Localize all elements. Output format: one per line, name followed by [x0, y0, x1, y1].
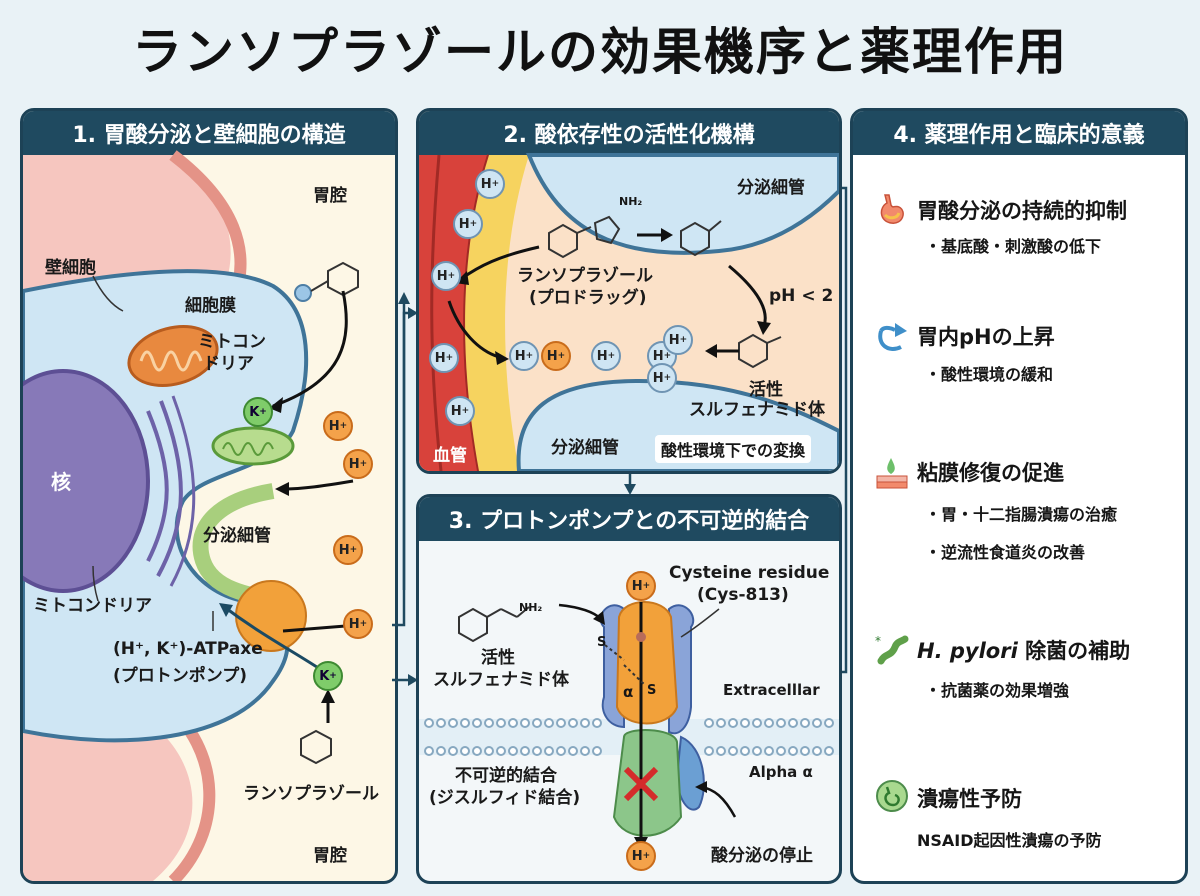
h-ion: H+ [431, 261, 461, 291]
h-ion: H+ [626, 841, 656, 871]
h-ion: H+ [663, 325, 693, 355]
binding-label: 不可逆的結合 [455, 766, 557, 786]
alpha-label: Alpha α [749, 763, 813, 781]
mitochondria-label-top-2: ドリア [203, 354, 254, 374]
lumen-bottom-label: 胃腔 [313, 846, 347, 866]
activation-illustration [419, 153, 839, 471]
drug-label: ランソプラゾール [243, 784, 379, 804]
effect-title: 粘膜修復の促進 [917, 461, 1064, 485]
h-pylori-italic: H. pylori [917, 639, 1018, 663]
parietal-cell-label: 壁細胞 [45, 258, 96, 278]
binding-sub-label: (ジスルフィド結合) [429, 788, 581, 808]
h-ion: H+ [475, 169, 505, 199]
alpha-symbol: α [623, 683, 634, 701]
k-ion: K+ [243, 397, 273, 427]
drug-sub-label: (プロドラッグ) [529, 288, 647, 308]
effect-title-rest: 除菌の補助 [1017, 639, 1131, 663]
cysteine-sub-label: (Cys-813) [697, 585, 789, 605]
effect-title: 胃内pHの上昇 [917, 325, 1055, 349]
stomach-icon [880, 194, 904, 224]
s-label: S [597, 635, 607, 650]
panel-pharmacology: 4. 薬理作用と臨床的意義 胃酸分泌の持続的抑制 ・基底酸・刺激酸の低下 胃内p… [850, 108, 1188, 884]
nucleus-label: 核 [51, 470, 71, 494]
h-ion: H+ [591, 341, 621, 371]
panel-activation: 2. 酸依存性の活性化機構 分泌細管 NH₂ ランソプラゾール (プロドラッグ) [416, 108, 842, 474]
panel-parietal-cell: 1. 胃酸分泌と壁細胞の構造 [20, 108, 398, 884]
h-ion: H+ [343, 449, 373, 479]
extracellular-label: Extracelllar [723, 681, 820, 699]
active-sub-label: スルフェナミド体 [689, 400, 825, 420]
effect-sub: ・胃・十二指腸潰瘍の治癒 [925, 505, 1118, 524]
connector-arrow-left [392, 307, 418, 686]
nh2-label: NH₂ [619, 195, 643, 208]
h-ion: H+ [647, 363, 677, 393]
ph-label: pH < 2 [769, 286, 834, 306]
active-sub-label: スルフェナミド体 [433, 670, 569, 690]
canaliculus-label: 分泌細管 [203, 526, 271, 546]
effect-sub: NSAID起因性潰瘍の予防 [917, 831, 1102, 850]
h-ion: H+ [626, 571, 656, 601]
effect-sub: ・逆流性食道炎の改善 [925, 543, 1086, 562]
k-ion: K+ [313, 661, 343, 691]
h-ion: H+ [343, 609, 373, 639]
prevention-icon [876, 780, 908, 812]
h-ion: H+ [429, 343, 459, 373]
vessel-label: 血管 [433, 446, 467, 466]
canaliculus-top-label: 分泌細管 [737, 178, 805, 198]
effect-sub: ・基底酸・刺激酸の低下 [925, 237, 1102, 256]
canaliculus-bottom-label: 分泌細管 [551, 438, 619, 458]
effect-title: 胃酸分泌の持続的抑制 [917, 199, 1127, 223]
activation-caption: 酸性環境下での変換 [655, 435, 812, 463]
rising-arrow-icon [878, 323, 907, 351]
mucosa-icon [876, 458, 908, 489]
h-ion: H+ [509, 341, 539, 371]
svg-text:*: * [875, 634, 881, 648]
stop-label: 酸分泌の停止 [711, 846, 813, 866]
panel-binding: 3. プロトンポンプとの不可逆的結合 [416, 494, 842, 884]
h-ion: H+ [541, 341, 571, 371]
effect-title: H. pylori 除菌の補助 [917, 635, 1130, 665]
atpase-sub-label: (プロトンポンプ) [113, 666, 248, 686]
effect-sub: ・抗菌薬の効果増強 [925, 681, 1070, 700]
bacteria-icon: * [875, 634, 909, 665]
h-ion: H+ [333, 535, 363, 565]
panel3-heading: 3. プロトンポンプとの不可逆的結合 [419, 497, 839, 541]
h-ion: H+ [453, 209, 483, 239]
atpase-label: (H⁺, K⁺)-ATPaxe [113, 639, 263, 659]
h-ion: H+ [323, 411, 353, 441]
h-ion: H+ [445, 396, 475, 426]
lumen-top-label: 胃腔 [313, 186, 347, 206]
cysteine-label: Cysteine residue [669, 563, 830, 583]
effect-sub: ・酸性環境の緩和 [925, 365, 1054, 384]
panel4-heading: 4. 薬理作用と臨床的意義 [853, 111, 1185, 155]
mitochondria-label-bottom: ミトコンドリア [33, 596, 152, 616]
panel1-heading: 1. 胃酸分泌と壁細胞の構造 [23, 111, 395, 155]
active-label: 活性 [749, 380, 783, 400]
mitochondria-label-top: ミトコン [198, 332, 266, 352]
effect-title: 潰瘍性予防 [917, 787, 1022, 811]
active-label: 活性 [481, 648, 515, 668]
page-title: ランソプラゾールの効果機序と薬理作用 [132, 23, 1068, 81]
cell-membrane-label: 細胞膜 [185, 296, 236, 316]
binding-illustration [419, 601, 839, 850]
drug-label: ランソプラゾール [517, 266, 653, 286]
parietal-cell-illustration [23, 150, 365, 881]
s-label: S [647, 683, 657, 698]
panel2-heading: 2. 酸依存性の活性化機構 [419, 111, 839, 155]
nh2-label: NH₂ [519, 601, 543, 614]
